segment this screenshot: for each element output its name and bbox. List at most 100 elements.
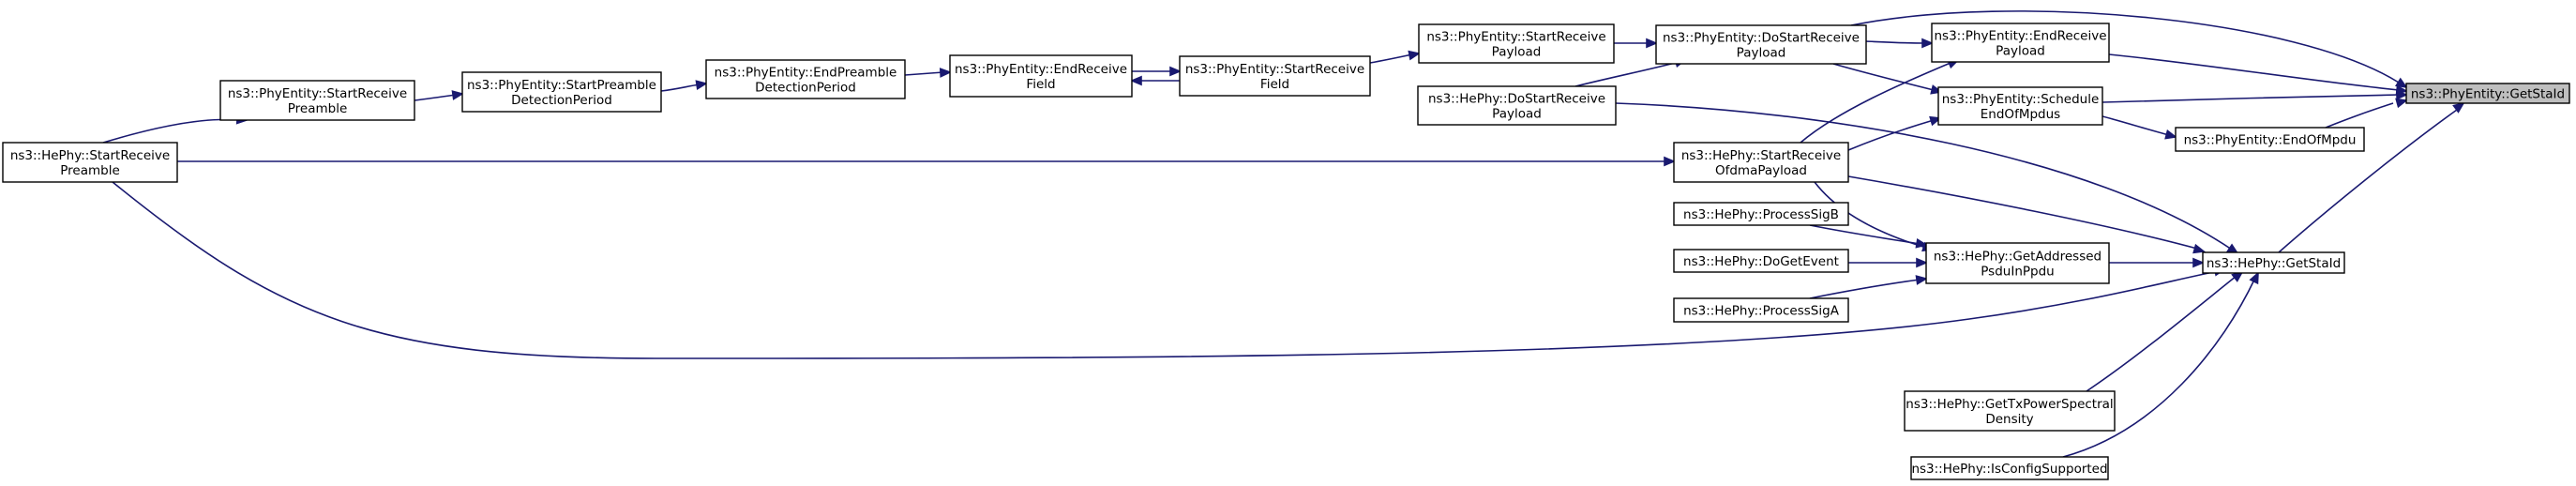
edge-line <box>1865 40 1925 44</box>
edge-line <box>2062 277 2256 458</box>
node-label-line: PsduInPpdu <box>1981 265 2054 280</box>
arrowhead-icon <box>2164 129 2177 140</box>
arrowhead-icon <box>1129 75 1142 86</box>
node-box[interactable] <box>1417 85 1617 126</box>
edge-line <box>904 71 944 76</box>
node-label-line: ns3::PhyEntity::GetStaId <box>2411 87 2565 102</box>
edge-line <box>2278 109 2458 253</box>
edge-line <box>2101 115 2170 136</box>
node-box[interactable] <box>2 142 178 183</box>
node-getstaid[interactable]: ns3::PhyEntity::GetStaId <box>2405 83 2570 104</box>
edge-he_isconfigsupported-to-he_getstaid <box>2062 271 2259 458</box>
node-label-line: DetectionPeriod <box>511 93 612 108</box>
edge-line <box>112 181 2219 359</box>
edge-he_getstaid-to-getstaid <box>2278 101 2465 253</box>
node-box[interactable] <box>1179 55 1371 97</box>
node-pe_endofmpdu[interactable]: ns3::PhyEntity::EndOfMpdu <box>2175 127 2365 152</box>
nodes-layer: ns3::PhyEntity::GetStaIdns3::HePhy::GetS… <box>2 23 2570 480</box>
edge-pe_scheduleendofmpdus-to-pe_endofmpdu <box>2101 115 2177 140</box>
node-box[interactable] <box>1910 456 2109 480</box>
node-box[interactable] <box>461 71 662 113</box>
node-box[interactable] <box>1925 242 2110 284</box>
node-box[interactable] <box>1673 249 1849 273</box>
node-he_processsiga[interactable]: ns3::HePhy::ProcessSigA <box>1673 297 1849 323</box>
node-label-line: DetectionPeriod <box>755 81 856 96</box>
node-label-line: Payload <box>1492 107 1542 122</box>
node-box[interactable] <box>1931 23 2110 63</box>
edge-line <box>1800 62 1951 144</box>
edge-line <box>1615 102 2233 251</box>
node-box[interactable] <box>2202 251 2345 274</box>
edge-line <box>1574 61 1680 87</box>
arrowhead-icon <box>2394 77 2408 89</box>
node-label-line: Density <box>1985 412 2033 427</box>
edge-line <box>1847 119 1935 151</box>
node-pe_endpreambledetectionperiod[interactable]: ns3::PhyEntity::EndPreambleDetectionPeri… <box>705 59 906 99</box>
edge-pe_startreceivepreamble-to-pe_startpreambledetectionperiod <box>414 90 465 101</box>
node-box[interactable] <box>2175 127 2365 152</box>
edge-line <box>2108 53 2400 91</box>
node-label-line: ns3::HePhy::IsConfigSupported <box>1911 462 2107 477</box>
node-label-line: ns3::PhyEntity::EndReceive <box>955 62 1127 77</box>
arrowhead-icon <box>2192 257 2206 268</box>
edge-pe_dostartreceivepayload-to-pe_endreceivepayload <box>1865 38 1935 49</box>
edge-line <box>1809 224 1921 245</box>
edge-he_getaddressedpsduinppdu-to-he_getstaid <box>2109 257 2206 268</box>
node-label-line: ns3::PhyEntity::EndReceive <box>1935 29 2107 44</box>
arrowhead-icon <box>2452 101 2465 114</box>
node-box[interactable] <box>1937 86 2103 126</box>
node-label-line: OfdmaPayload <box>1715 163 1807 178</box>
node-label-line: ns3::PhyEntity::DoStartReceive <box>1663 31 1860 46</box>
node-he_dogetevent[interactable]: ns3::HePhy::DoGetEvent <box>1673 249 1849 273</box>
edge-he_startreceiveofdmapayload-to-pe_scheduleendofmpdus <box>1847 115 1942 151</box>
edge-pe_startreceivepayload-to-pe_dostartreceivepayload <box>1614 38 1659 49</box>
node-he_processsigb[interactable]: ns3::HePhy::ProcessSigB <box>1673 202 1849 226</box>
node-label-line: Preamble <box>60 163 120 178</box>
edge-pe_scheduleendofmpdus-to-getstaid <box>2101 89 2409 103</box>
node-he_getstaid[interactable]: ns3::HePhy::GetStaId <box>2202 251 2345 274</box>
arrowhead-icon <box>1169 66 1183 77</box>
edge-he_dogetevent-to-he_getaddressedpsduinppdu <box>1848 257 1929 268</box>
node-box[interactable] <box>1655 24 1867 65</box>
node-label-line: ns3::HePhy::ProcessSigA <box>1683 304 1840 319</box>
arrowhead-icon <box>1646 38 1659 49</box>
arrowhead-icon <box>695 80 709 90</box>
node-label-line: Preamble <box>288 101 348 116</box>
node-box[interactable] <box>1418 23 1615 64</box>
root-node-box[interactable] <box>2405 83 2570 104</box>
node-label-line: ns3::PhyEntity::StartReceive <box>228 86 407 101</box>
arrowhead-icon <box>451 90 465 100</box>
node-box[interactable] <box>1673 202 1849 226</box>
node-box[interactable] <box>1673 297 1849 323</box>
node-box[interactable] <box>1673 142 1849 183</box>
node-box[interactable] <box>219 80 415 121</box>
node-label-line: ns3::HePhy::GetStaId <box>2207 256 2341 271</box>
node-he_isconfigsupported[interactable]: ns3::HePhy::IsConfigSupported <box>1910 456 2109 480</box>
node-box[interactable] <box>949 54 1133 98</box>
node-label-line: ns3::PhyEntity::EndOfMpdu <box>2184 133 2357 148</box>
edge-pe_startreceivefield-to-pe_endreceivefield <box>1129 75 1181 86</box>
node-box[interactable] <box>705 59 906 99</box>
node-pe_startpreambledetectionperiod[interactable]: ns3::PhyEntity::StartPreambleDetectionPe… <box>461 71 662 113</box>
node-label-line: ns3::HePhy::GetTxPowerSpectral <box>1906 397 2113 412</box>
arrowhead-icon <box>2249 271 2259 285</box>
edge-he_gettxpowerspectraldensity-to-he_getstaid <box>2086 270 2244 392</box>
node-label-line: ns3::PhyEntity::EndPreamble <box>715 66 897 81</box>
edge-line <box>1832 63 1935 91</box>
node-box[interactable] <box>1904 390 2116 432</box>
edge-he_startreceivepreamble-to-he_getstaid <box>112 181 2227 359</box>
node-label-line: Field <box>1260 77 1289 92</box>
